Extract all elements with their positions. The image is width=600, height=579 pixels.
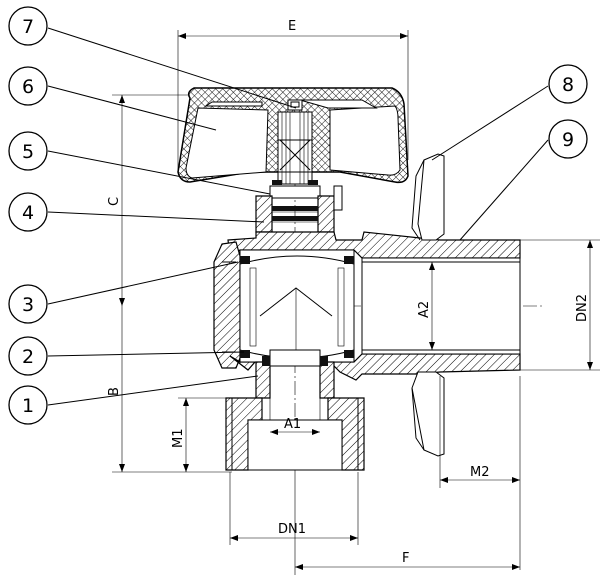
ball [239, 249, 355, 363]
dimension-lines [112, 30, 600, 575]
callout-6-number: 6 [22, 76, 34, 98]
callout-1-number: 1 [22, 395, 34, 417]
dim-f: F [402, 551, 409, 566]
dim-dn2: DN2 [575, 294, 590, 322]
callout-4-number: 4 [22, 202, 34, 224]
dim-b: B [107, 387, 122, 396]
callout-9-number: 9 [562, 129, 574, 151]
dimension-labels: E C B M1 A1 A2 DN2 M2 DN1 F [107, 19, 590, 566]
dim-a1: A1 [284, 417, 301, 432]
callout-8-number: 8 [562, 74, 574, 96]
dim-c: C [107, 197, 122, 206]
callout-8: 8 [548, 64, 588, 104]
callout-4: 4 [8, 192, 48, 232]
callout-2-number: 2 [22, 346, 34, 368]
callout-3: 3 [8, 284, 48, 324]
callout-5: 5 [8, 131, 48, 171]
stem-assembly [269, 99, 321, 199]
callout-2: 2 [8, 336, 48, 376]
callout-7-number: 7 [22, 16, 34, 38]
dim-m2: M2 [470, 465, 490, 480]
valve-body [213, 231, 521, 381]
dim-m1: M1 [171, 429, 186, 449]
dim-e: E [288, 19, 296, 34]
lever [411, 153, 445, 457]
inlet-nipple [225, 349, 365, 471]
callout-1: 1 [8, 385, 48, 425]
callout-5-number: 5 [22, 141, 34, 163]
handle [177, 87, 409, 184]
dim-a2: A2 [417, 301, 432, 318]
callout-7: 7 [8, 6, 48, 46]
leader-lines [47, 27, 549, 406]
dim-dn1: DN1 [278, 522, 306, 537]
callout-3-number: 3 [22, 294, 34, 316]
callout-9: 9 [548, 119, 588, 159]
callout-6: 6 [8, 66, 48, 106]
